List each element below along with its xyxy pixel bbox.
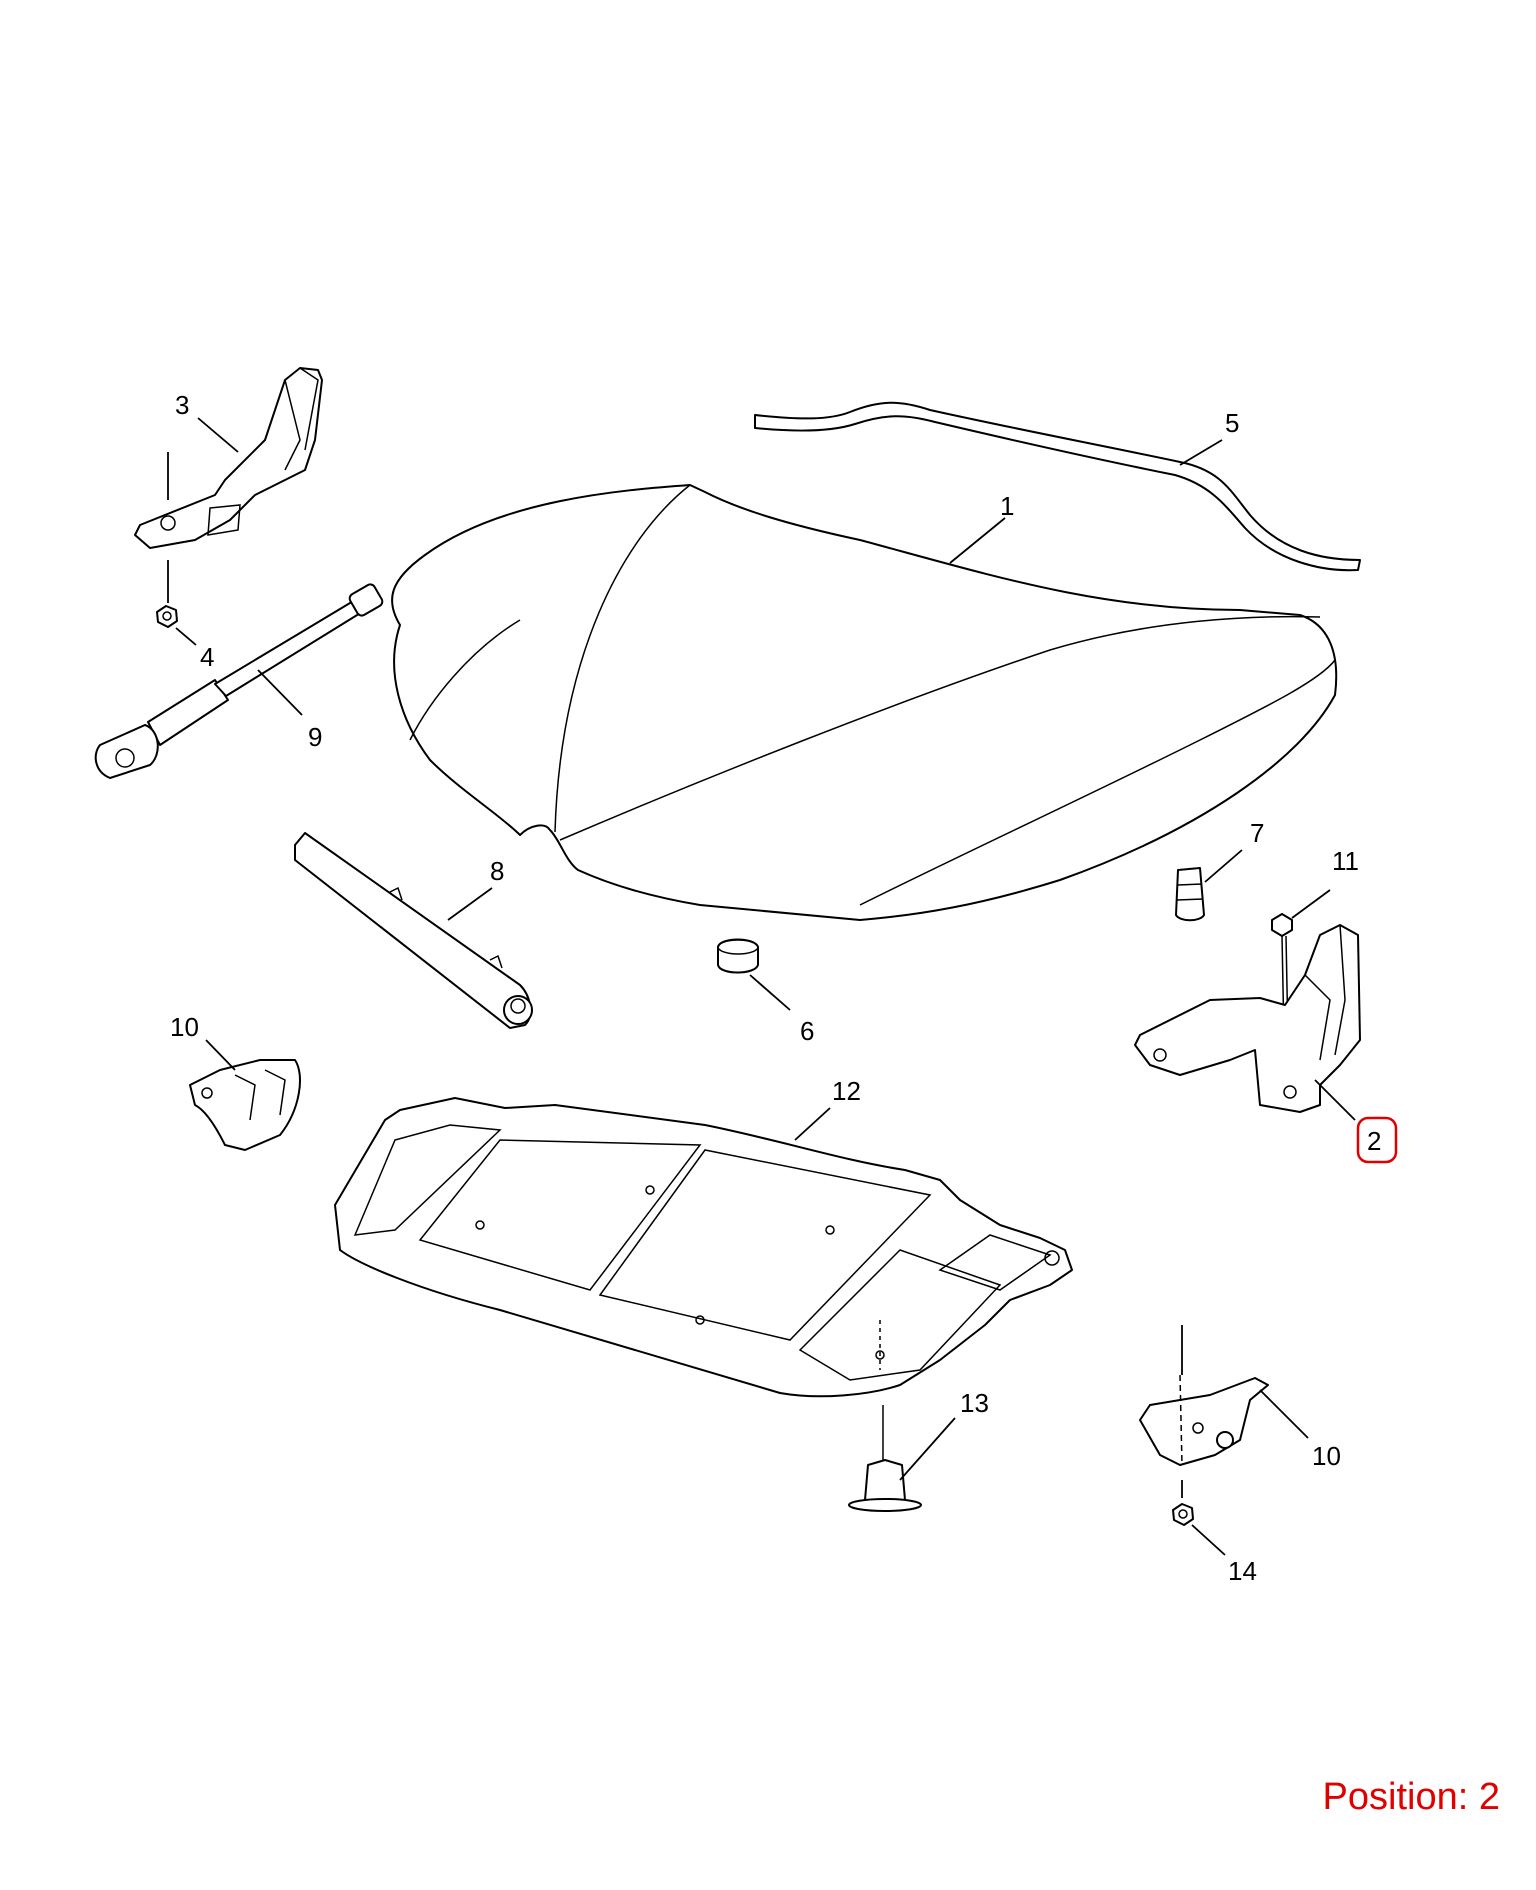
callout-8[interactable]: 8 <box>490 856 504 886</box>
callout-14[interactable]: 14 <box>1228 1556 1257 1586</box>
callout-7[interactable]: 7 <box>1250 818 1264 848</box>
highlight-box <box>1356 1116 1398 1164</box>
bump-stop-part[interactable] <box>1175 867 1205 922</box>
nut-part[interactable] <box>156 605 178 628</box>
left-hinge-part[interactable] <box>134 367 323 549</box>
rubber-buffer-part[interactable] <box>717 938 759 974</box>
callout-11[interactable]: 11 <box>1332 846 1359 876</box>
callout-13[interactable]: 13 <box>960 1388 989 1418</box>
nut-lower-part[interactable] <box>1172 1480 1194 1526</box>
callout-2[interactable]: 2 <box>1367 1126 1381 1156</box>
callout-12[interactable]: 12 <box>832 1076 861 1106</box>
callout-6[interactable]: 6 <box>800 1016 814 1046</box>
right-bracket-part[interactable] <box>1139 1325 1269 1466</box>
callout-4[interactable]: 4 <box>200 642 214 672</box>
insulation-pad-part[interactable] <box>334 1097 1073 1398</box>
callout-5[interactable]: 5 <box>1225 408 1239 438</box>
push-clip-part[interactable] <box>848 1320 922 1512</box>
callout-10a[interactable]: 10 <box>170 1012 199 1042</box>
callout-1[interactable]: 1 <box>1000 491 1014 521</box>
right-hinge-part[interactable] <box>1134 924 1361 1113</box>
callout-3[interactable]: 3 <box>175 390 189 420</box>
position-indicator: Position: 2 <box>1322 1776 1500 1818</box>
callout-9[interactable]: 9 <box>308 722 322 752</box>
seal-strip-part[interactable] <box>754 401 1361 572</box>
front-trim-part[interactable] <box>294 832 533 1029</box>
left-bracket-part[interactable] <box>189 1059 301 1151</box>
hood-part[interactable] <box>391 484 1338 921</box>
callout-10b[interactable]: 10 <box>1312 1441 1341 1471</box>
gas-strut-part[interactable] <box>94 583 384 779</box>
